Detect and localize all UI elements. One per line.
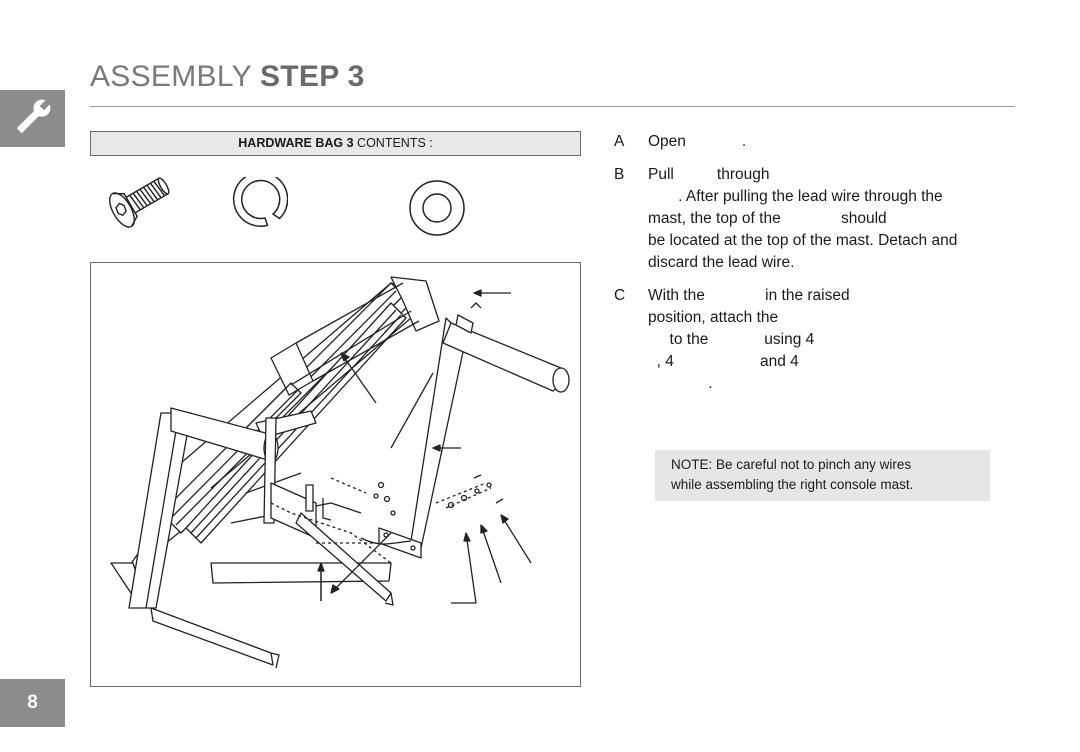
step-line: . (648, 375, 713, 392)
step-c: C With the in the raised position, attac… (614, 285, 1014, 395)
treadmill-diagram-icon (110, 276, 570, 669)
wrench-tab (0, 90, 65, 147)
step-letter: C (614, 287, 626, 304)
lock-washer-icon (228, 171, 289, 240)
step-line: mast, the top of the should (648, 210, 887, 227)
step-b: B Pull through . After pulling the lead … (614, 164, 1014, 274)
wrench-icon (16, 98, 52, 134)
title-divider (90, 106, 1015, 107)
instructions: A Open . B Pull through . After pulling … (614, 131, 1014, 406)
page-title: ASSEMBLY STEP 3 (90, 60, 365, 93)
step-letter: B (614, 166, 625, 183)
note-line: while assembling the right console mast. (671, 477, 914, 492)
step-line: Open . (648, 133, 747, 150)
step-line: Pull through (648, 166, 770, 183)
step-line: discard the lead wire. (648, 254, 795, 271)
step-line: to the using 4 (648, 331, 815, 348)
step-line: With the in the raised (648, 287, 850, 304)
step-letter: A (614, 133, 625, 150)
page-number: 8 (0, 679, 65, 727)
hardware-bag-heading: HARDWARE BAG 3 CONTENTS : (90, 131, 581, 156)
note-line: NOTE: Be careful not to pinch any wires (671, 457, 912, 472)
step-a: A Open . (614, 131, 1014, 153)
step-line: be located at the top of the mast. Detac… (648, 232, 958, 249)
step-line: , 4 and 4 (648, 353, 799, 370)
flat-washer-icon (408, 179, 468, 242)
bolt-icon (100, 172, 172, 239)
step-line: position, attach the (648, 309, 779, 326)
assembly-diagram (90, 262, 581, 687)
step-line: . After pulling the lead wire through th… (648, 188, 943, 205)
note-box: NOTE: Be careful not to pinch any wires … (655, 450, 990, 501)
